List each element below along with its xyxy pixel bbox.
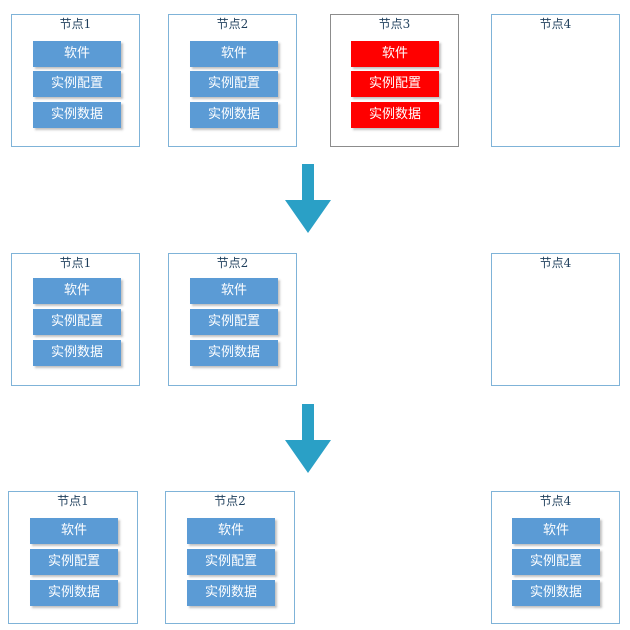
software-block: 软件 bbox=[190, 278, 278, 304]
instance-config-block: 实例配置 bbox=[190, 309, 278, 335]
node-title: 节点2 bbox=[214, 494, 246, 508]
instance-config-block: 实例配置 bbox=[187, 549, 275, 575]
instance-config-block: 实例配置 bbox=[30, 549, 118, 575]
node-title: 节点4 bbox=[539, 17, 572, 31]
stage3-node2: 节点2 软件 实例配置 实例数据 bbox=[165, 491, 295, 624]
software-block: 软件 bbox=[33, 278, 121, 304]
node-title: 节点4 bbox=[539, 494, 572, 508]
down-arrow-icon bbox=[285, 164, 331, 233]
software-block: 软件 bbox=[187, 518, 275, 544]
instance-data-block: 实例数据 bbox=[33, 340, 121, 366]
stage2-node4: 节点4 bbox=[491, 253, 620, 386]
instance-data-block: 实例数据 bbox=[190, 340, 278, 366]
node-title: 节点3 bbox=[378, 17, 411, 31]
node-title: 节点1 bbox=[59, 256, 92, 270]
node-title: 节点1 bbox=[59, 17, 92, 31]
instance-config-block: 实例配置 bbox=[190, 71, 278, 97]
stage2-node2: 节点2 软件 实例配置 实例数据 bbox=[168, 253, 297, 386]
stage2-node1: 节点1 软件 实例配置 实例数据 bbox=[11, 253, 140, 386]
stage1-node1: 节点1 软件 实例配置 实例数据 bbox=[11, 14, 140, 147]
stage1-node4: 节点4 bbox=[491, 14, 620, 147]
software-block: 软件 bbox=[190, 41, 278, 67]
instance-data-block: 实例数据 bbox=[190, 102, 278, 128]
instance-data-block: 实例数据 bbox=[33, 102, 121, 128]
stage3-node4: 节点4 软件 实例配置 实例数据 bbox=[491, 491, 620, 624]
instance-data-block: 实例数据 bbox=[30, 580, 118, 606]
node-title: 节点2 bbox=[216, 17, 249, 31]
node-title: 节点1 bbox=[57, 494, 89, 508]
software-block: 软件 bbox=[351, 41, 439, 67]
stage1-node3-failed: 节点3 软件 实例配置 实例数据 bbox=[330, 14, 459, 147]
instance-config-block: 实例配置 bbox=[33, 71, 121, 97]
down-arrow-icon bbox=[285, 404, 331, 473]
instance-data-block: 实例数据 bbox=[351, 102, 439, 128]
stage1-node2: 节点2 软件 实例配置 实例数据 bbox=[168, 14, 297, 147]
node-title: 节点2 bbox=[216, 256, 249, 270]
software-block: 软件 bbox=[30, 518, 118, 544]
instance-config-block: 实例配置 bbox=[351, 71, 439, 97]
stage3-node1: 节点1 软件 实例配置 实例数据 bbox=[8, 491, 138, 624]
instance-data-block: 实例数据 bbox=[512, 580, 600, 606]
software-block: 软件 bbox=[512, 518, 600, 544]
instance-config-block: 实例配置 bbox=[512, 549, 600, 575]
instance-data-block: 实例数据 bbox=[187, 580, 275, 606]
software-block: 软件 bbox=[33, 41, 121, 67]
node-title: 节点4 bbox=[539, 256, 572, 270]
instance-config-block: 实例配置 bbox=[33, 309, 121, 335]
